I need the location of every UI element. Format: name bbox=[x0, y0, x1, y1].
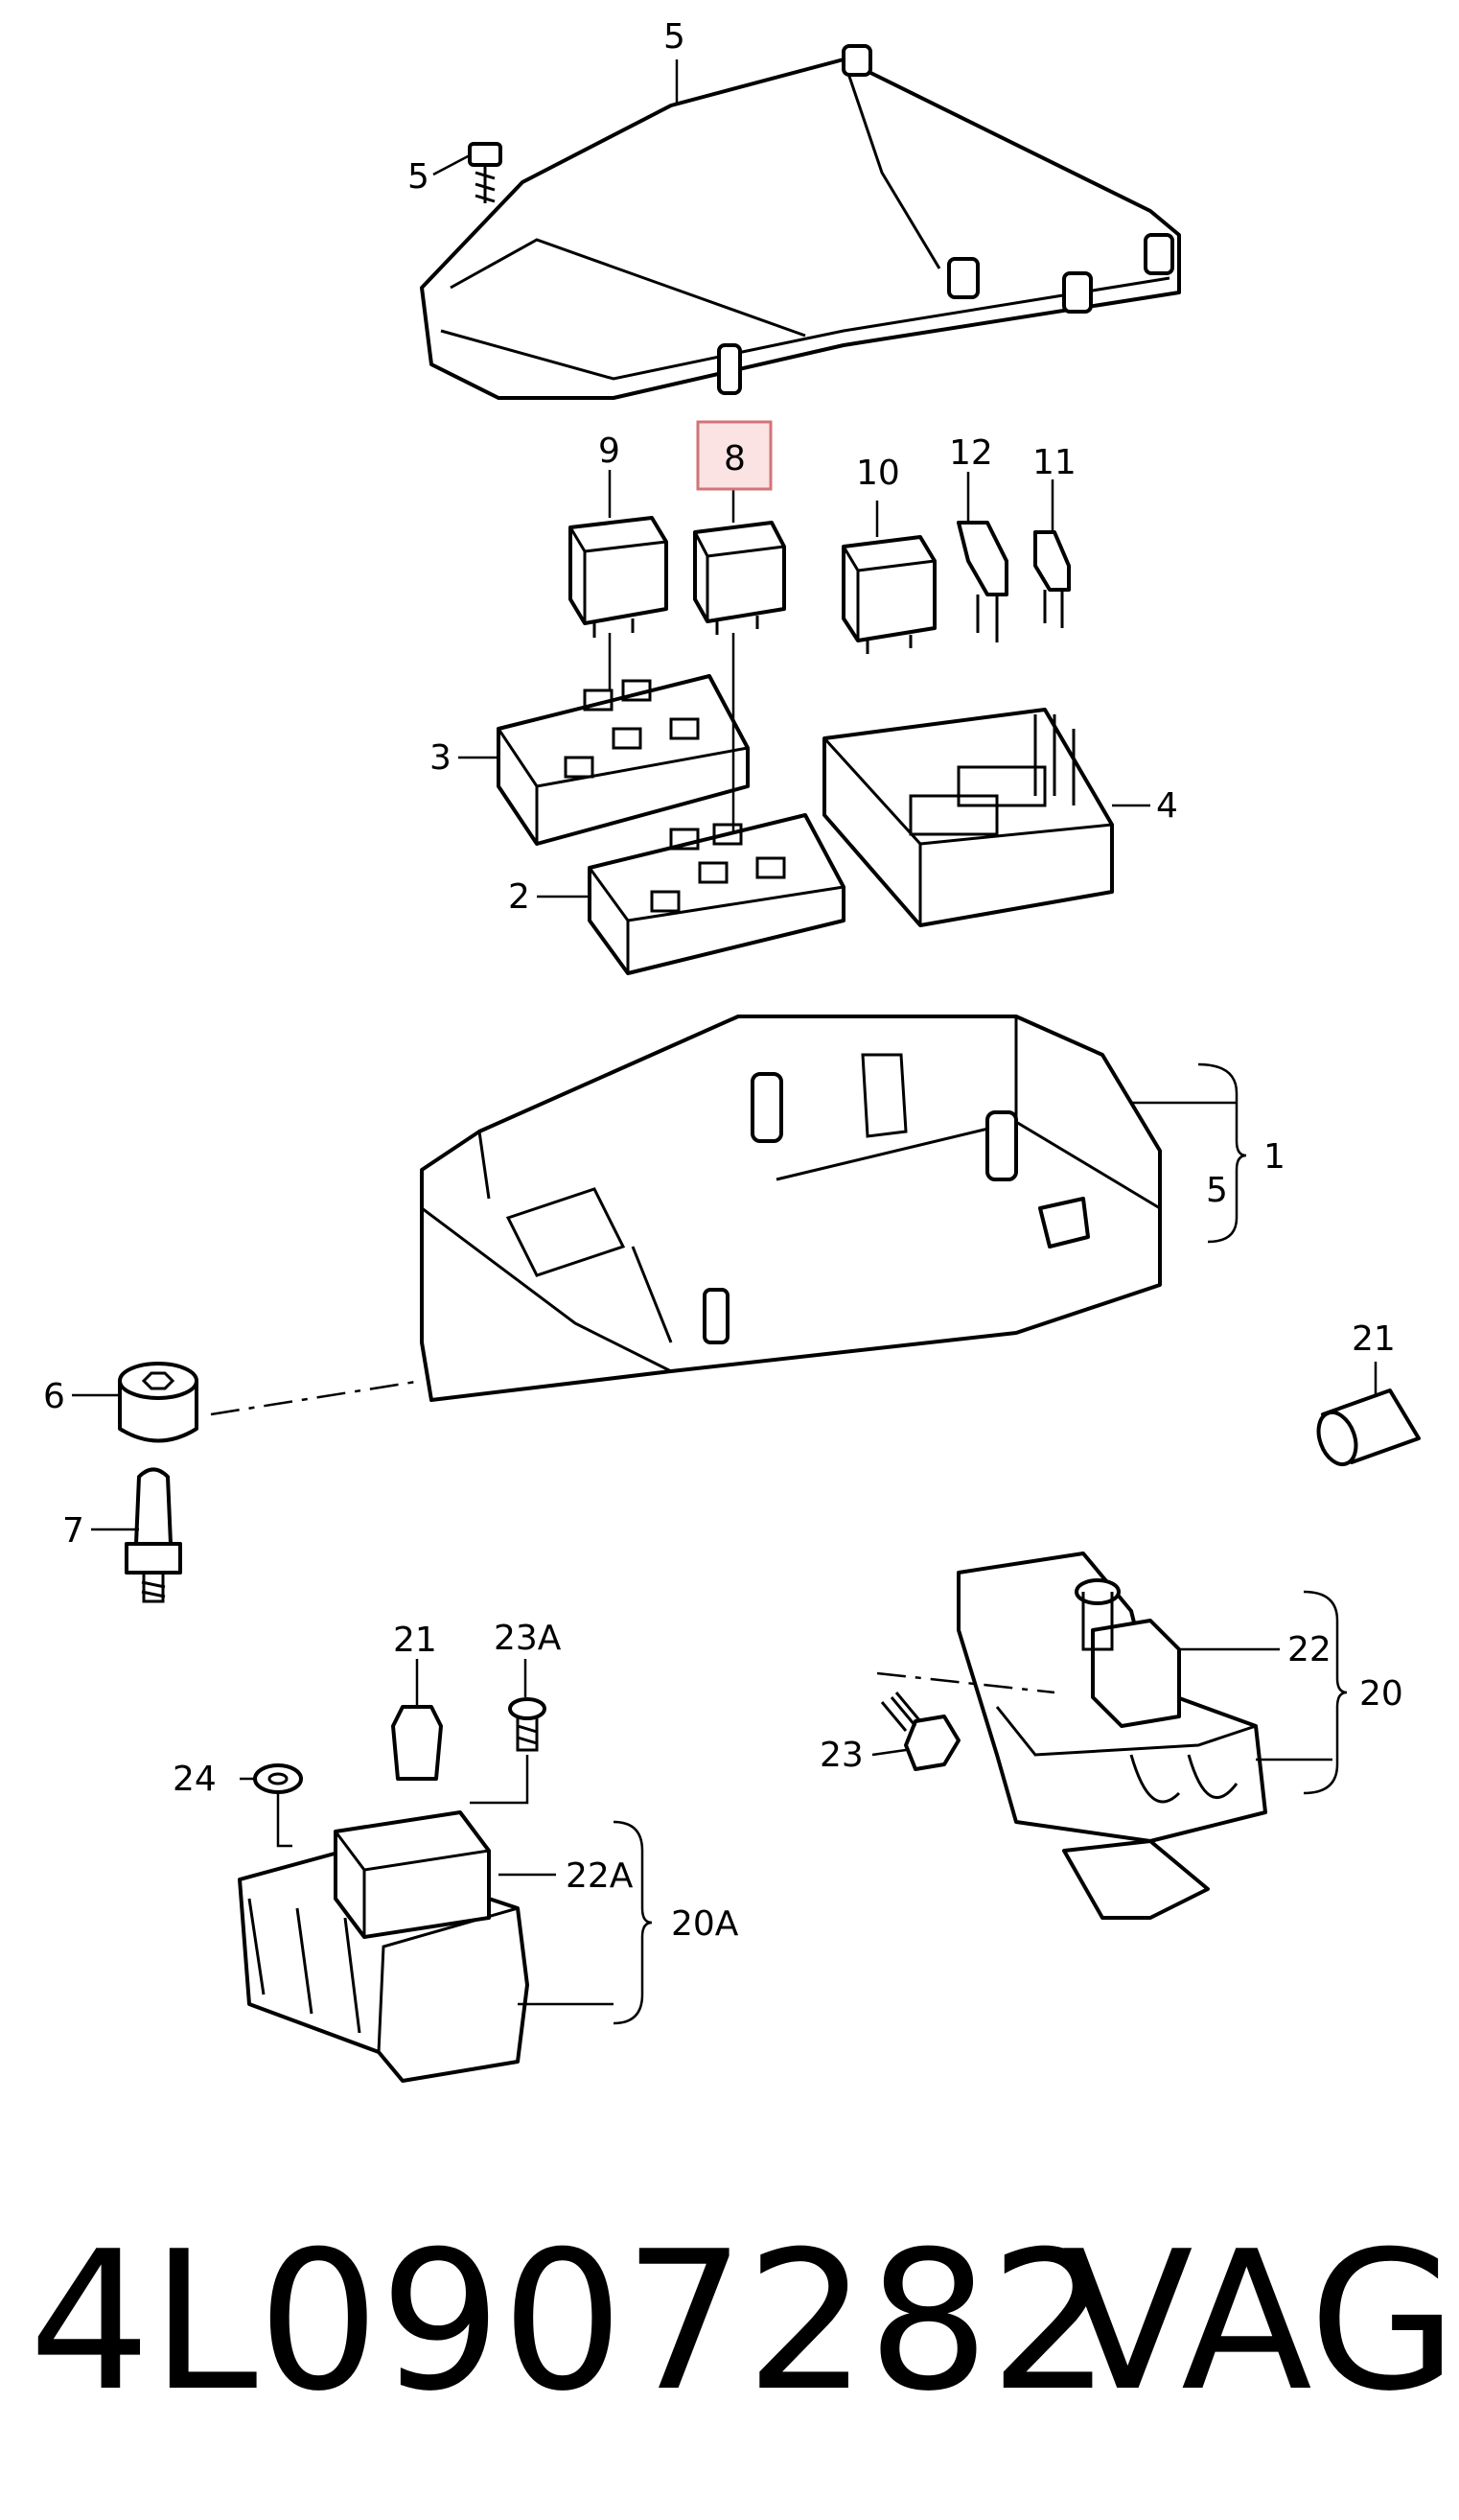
part-number: 4L0907282 bbox=[29, 2210, 1111, 2434]
label-nut-21: 21 bbox=[393, 1621, 437, 1660]
relay-22a bbox=[334, 1810, 491, 1939]
label-screw-23: 23 bbox=[820, 1736, 864, 1775]
label-carrier-3: 3 bbox=[429, 738, 452, 778]
label-fuse-11: 11 bbox=[1032, 443, 1077, 482]
label-bracket-20: 20 bbox=[1359, 1674, 1403, 1714]
fuse-11 bbox=[1033, 530, 1071, 628]
relay-carrier-3 bbox=[497, 674, 750, 846]
fuse-12 bbox=[957, 521, 1008, 642]
fuse-box-cover bbox=[420, 44, 1181, 400]
relay-22 bbox=[1075, 1578, 1181, 1728]
label-cover-screw: 5 bbox=[407, 157, 429, 197]
label-nut-24: 24 bbox=[173, 1760, 217, 1799]
label-bracket-20a: 20A bbox=[671, 1904, 739, 1944]
label-carrier-2: 2 bbox=[508, 877, 530, 917]
relay-9 bbox=[568, 516, 668, 638]
label-housing-1: 1 bbox=[1263, 1137, 1285, 1177]
highlight-box bbox=[696, 420, 773, 491]
label-screw-23a: 23A bbox=[494, 1619, 562, 1658]
stud-7 bbox=[125, 1467, 182, 1603]
label-relay-22: 22 bbox=[1287, 1630, 1332, 1669]
relay-carrier-2 bbox=[588, 813, 845, 975]
screw-23 bbox=[880, 1692, 961, 1771]
label-cap-21: 21 bbox=[1352, 1319, 1396, 1359]
relay-8 bbox=[693, 521, 786, 635]
label-relay-10: 10 bbox=[856, 454, 900, 493]
relay-10 bbox=[842, 535, 937, 654]
brand-name: VAG bbox=[1062, 2210, 1457, 2434]
label-relay-8: 8 bbox=[724, 439, 746, 478]
label-stud-7: 7 bbox=[62, 1511, 84, 1551]
label-relay-22a: 22A bbox=[566, 1856, 634, 1896]
nut-24 bbox=[253, 1763, 303, 1794]
screw-23a bbox=[508, 1697, 546, 1752]
cover-screw bbox=[468, 142, 502, 203]
relay-carrier-4 bbox=[822, 708, 1114, 927]
label-cover: 5 bbox=[663, 17, 685, 57]
label-carrier-4: 4 bbox=[1156, 786, 1178, 826]
grommet-6 bbox=[118, 1362, 198, 1443]
label-relay-9: 9 bbox=[598, 432, 620, 471]
fuse-box-housing bbox=[420, 1015, 1162, 1402]
cap-21-right bbox=[1316, 1388, 1421, 1467]
label-grommet-6: 6 bbox=[43, 1377, 65, 1416]
nut-21 bbox=[391, 1705, 443, 1781]
label-fuse-12: 12 bbox=[949, 433, 993, 473]
label-housing-5: 5 bbox=[1206, 1171, 1228, 1210]
